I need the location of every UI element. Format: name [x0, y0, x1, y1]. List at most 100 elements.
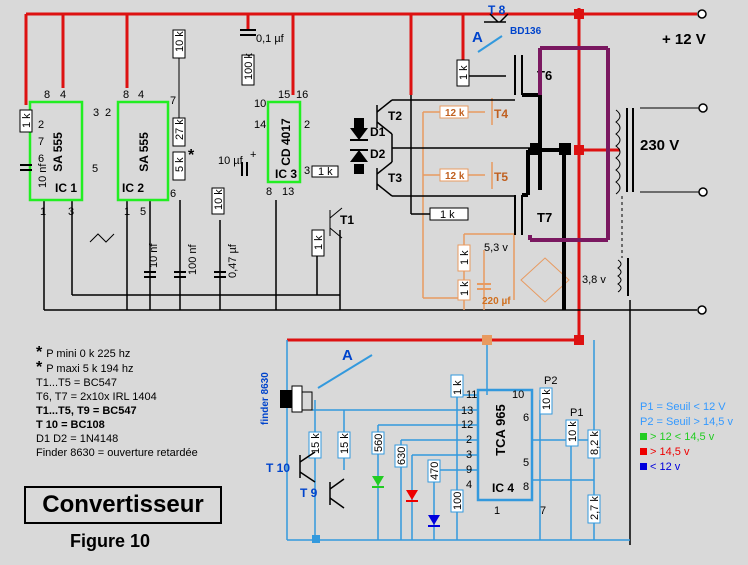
svg-text:1 k: 1 k [452, 380, 464, 395]
svg-text:A: A [472, 29, 483, 46]
svg-text:12: 12 [461, 419, 473, 431]
svg-text:560: 560 [373, 434, 385, 452]
svg-text:1: 1 [40, 206, 46, 218]
svg-text:10 µf: 10 µf [218, 155, 244, 167]
svg-text:27 k: 27 k [174, 119, 186, 140]
svg-text:1 k: 1 k [440, 209, 455, 221]
transistor-t2-t3 [376, 99, 393, 197]
svg-text:D2: D2 [370, 147, 386, 161]
svg-text:1 k: 1 k [313, 235, 325, 250]
resistor-100k [241, 54, 255, 86]
ic2-name: SA 555 [137, 132, 151, 172]
terminal-ground [697, 305, 707, 315]
ic1-name: SA 555 [51, 132, 65, 172]
svg-text:100 k: 100 k [243, 53, 255, 80]
svg-text:5: 5 [92, 163, 98, 175]
svg-text:10 k: 10 k [213, 189, 225, 210]
legend-line-8: Finder 8630 = ouverture retardée [36, 447, 198, 459]
svg-text:8,2 k: 8,2 k [589, 431, 601, 455]
svg-text:1 k: 1 k [21, 113, 33, 128]
ic1-label: IC 1 [55, 181, 77, 195]
legend-blue: < 12 v [650, 461, 681, 473]
sawtooth-icon [89, 233, 115, 243]
legend-right: P1 = Seuil < 12 V P2 = Seuil > 14,5 v > … [640, 400, 733, 475]
svg-text:13: 13 [282, 186, 294, 198]
title-box: Convertisseur [24, 486, 222, 524]
svg-text:2,7 k: 2,7 k [589, 496, 601, 520]
title: Convertisseur [42, 491, 204, 518]
svg-text:7: 7 [170, 95, 176, 107]
svg-text:2: 2 [466, 434, 472, 446]
ic4-label: IC 4 [492, 481, 514, 495]
svg-text:T 10: T 10 [266, 461, 290, 475]
svg-text:T2: T2 [388, 109, 402, 123]
legend-line-2: P maxi 5 k 194 hz [46, 363, 134, 375]
svg-text:3: 3 [93, 107, 99, 119]
svg-text:1 k: 1 k [458, 65, 470, 80]
legend-line-4: T6, T7 = 2x10x IRL 1404 [36, 391, 157, 403]
svg-text:10 k: 10 k [174, 31, 186, 52]
legend-line-5: T1...T5, T9 = BC547 [36, 405, 137, 417]
junction-red-3 [574, 335, 584, 345]
ic3-label: IC 3 [275, 167, 297, 181]
resistor-1k-t7 [429, 207, 469, 221]
svg-text:16: 16 [296, 89, 308, 101]
junction-red [574, 9, 584, 19]
svg-text:1: 1 [124, 206, 130, 218]
svg-text:10: 10 [512, 389, 524, 401]
transistor-t1 [329, 207, 343, 239]
svg-text:P1: P1 [570, 407, 583, 419]
svg-text:12 k: 12 k [445, 171, 465, 182]
svg-text:1 k: 1 k [318, 166, 333, 178]
svg-text:A: A [342, 347, 353, 364]
svg-text:15 k: 15 k [310, 433, 322, 454]
svg-text:7: 7 [38, 136, 44, 148]
svg-text:9: 9 [466, 464, 472, 476]
svg-text:4: 4 [138, 89, 144, 101]
svg-text:8: 8 [523, 481, 529, 493]
svg-text:470: 470 [429, 462, 441, 480]
control-wiring [286, 340, 630, 541]
power-mosfets [391, 55, 566, 310]
svg-text:P2: P2 [544, 375, 557, 387]
svg-text:220 µf: 220 µf [482, 296, 511, 307]
svg-text:5: 5 [523, 457, 529, 469]
resistor-1k-t3 [311, 165, 339, 178]
ic1: SA 555 IC 1 8 4 2 7 6 1 3 5 [28, 89, 98, 218]
ic2: SA 555 IC 2 3 2 8 4 7 6 1 5 [93, 89, 176, 218]
svg-text:100: 100 [452, 492, 464, 510]
legend-p1: P1 = Seuil < 12 V [640, 401, 726, 413]
svg-text:2: 2 [38, 119, 44, 131]
svg-text:7: 7 [540, 505, 546, 517]
coil [617, 259, 622, 293]
svg-text:8: 8 [123, 89, 129, 101]
svg-text:8: 8 [44, 89, 50, 101]
leds [372, 476, 440, 527]
svg-text:5 k: 5 k [174, 157, 186, 172]
svg-text:finder 8630: finder 8630 [260, 372, 271, 425]
resistor-1k-t6 [456, 59, 470, 87]
legend-line-6: T 10 = BC108 [36, 419, 105, 431]
svg-text:630: 630 [396, 447, 408, 465]
transistor-t8 [484, 13, 509, 23]
svg-text:T4: T4 [494, 107, 508, 121]
legend-p2: P2 = Seuil > 14,5 v [640, 416, 733, 428]
transistors-t9-t10 [299, 451, 345, 509]
svg-text:6: 6 [38, 153, 44, 165]
legend-red: > 14,5 v [650, 446, 690, 458]
diodes: D1 D2 [350, 118, 386, 174]
svg-text:4: 4 [466, 479, 472, 491]
svg-text:6: 6 [523, 412, 529, 424]
transformer-wiring [528, 46, 610, 242]
svg-text:4: 4 [60, 89, 66, 101]
svg-text:T 8: T 8 [488, 3, 506, 17]
legend-line-7: D1 D2 = 1N4148 [36, 433, 119, 445]
legend-green: > 12 < 14,5 v [650, 431, 715, 443]
svg-text:D1: D1 [370, 125, 386, 139]
svg-text:1 k: 1 k [459, 250, 471, 265]
ground-rail [43, 200, 697, 545]
svg-text:1 k: 1 k [459, 281, 471, 296]
svg-text:10 nf: 10 nf [37, 163, 49, 188]
